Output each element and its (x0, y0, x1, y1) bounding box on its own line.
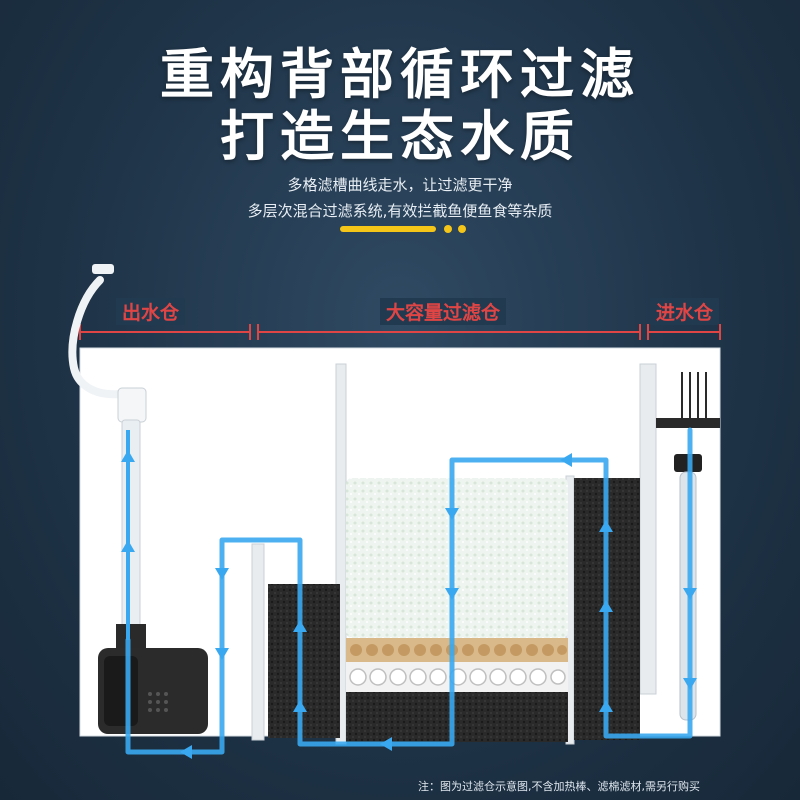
filter-cotton (346, 478, 568, 638)
inlet-compartment-label: 进水仓 (650, 298, 720, 325)
ceramic-rings (346, 638, 568, 662)
subtitle-line1: 多格滤槽曲线走水，让过滤更干净 (287, 176, 513, 194)
footnote: 注：图为过滤仓示意图,不含加热棒、滤棉滤材,需另行购买 (418, 780, 700, 793)
partition-wall (251, 543, 265, 741)
inlet-grill (656, 418, 720, 428)
subtitle-line2: 多层次混合过滤系统,有效拦截鱼便鱼食等杂质 (247, 202, 553, 220)
page-title-line1: 重构背部循环过滤 (160, 43, 640, 106)
water-flow-path (125, 427, 693, 755)
decorative-underline (340, 226, 436, 232)
dimension-lines (79, 324, 721, 340)
partition-wall (639, 363, 657, 695)
left-sponge (268, 584, 340, 738)
page-title-line2: 打造生态水质 (220, 105, 580, 168)
outlet-compartment-label: 出水仓 (116, 298, 186, 325)
white-rings (346, 662, 568, 692)
filter-compartment-label: 大容量过滤仓 (380, 298, 507, 325)
decorative-dot (458, 225, 466, 233)
decorative-dot (444, 225, 452, 233)
bottom-sponge (346, 692, 568, 742)
